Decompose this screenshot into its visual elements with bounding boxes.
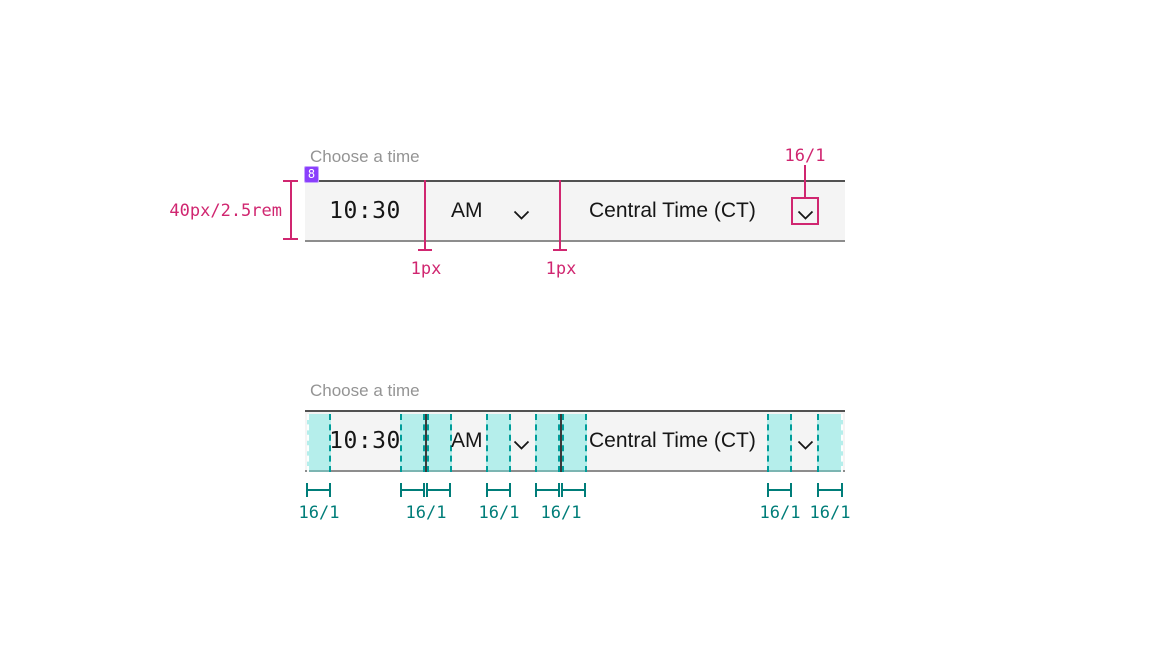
spacing-overlay-column bbox=[427, 414, 452, 472]
spacing-overlay-column bbox=[535, 414, 560, 472]
spacing-overlay-column bbox=[767, 414, 792, 472]
spacing-bracket bbox=[486, 483, 511, 497]
period-select-value: AM bbox=[451, 429, 483, 452]
icon-spacing-annotation-label: 16/1 bbox=[784, 146, 826, 166]
spacing-overlay-column bbox=[486, 414, 511, 472]
spacing-bracket bbox=[561, 483, 586, 497]
spacing-bracket bbox=[767, 483, 792, 497]
spacing-annotation-label: 16/1 bbox=[298, 503, 340, 523]
time-picker-field: 10:30 AM Central Time (CT) bbox=[305, 410, 845, 472]
spacing-bracket bbox=[535, 483, 560, 497]
time-input[interactable]: 10:30 bbox=[329, 198, 401, 224]
spacing-annotation-label: 16/1 bbox=[478, 503, 520, 523]
chevron-down-icon bbox=[797, 437, 814, 455]
spacing-annotation-label: 16/1 bbox=[540, 503, 582, 523]
spacing-overlay-column bbox=[817, 414, 843, 472]
chevron-down-icon bbox=[513, 207, 530, 225]
spacing-annotation-label: 16/1 bbox=[759, 503, 801, 523]
timezone-select-value: Central Time (CT) bbox=[589, 429, 756, 452]
timezone-select-value: Central Time (CT) bbox=[589, 199, 756, 222]
spacing-overlay-column bbox=[562, 414, 587, 472]
time-picker-field: 10:30 AM Central Time (CT) bbox=[305, 180, 845, 242]
spacing-bracket bbox=[817, 483, 843, 497]
spacing-overlay-column bbox=[307, 414, 331, 472]
spacing-bracket bbox=[426, 483, 451, 497]
spacing-bracket bbox=[306, 483, 331, 497]
spacing-overlay-column bbox=[400, 414, 425, 472]
spacing-token-badge: 8 bbox=[304, 166, 319, 183]
height-annotation-label: 40px/2.5rem bbox=[169, 201, 282, 221]
spacing-annotation-label: 16/1 bbox=[809, 503, 851, 523]
chevron-down-icon bbox=[513, 437, 530, 455]
time-picker-label: Choose a time bbox=[310, 381, 420, 400]
segment-divider bbox=[425, 414, 427, 472]
icon-spacing-annotation-box bbox=[791, 197, 819, 225]
period-select-value: AM bbox=[451, 199, 483, 222]
spacing-annotation-label: 16/1 bbox=[405, 503, 447, 523]
time-input[interactable]: 10:30 bbox=[329, 428, 401, 454]
spacing-bracket bbox=[400, 483, 425, 497]
divider-annotation-label: 1px bbox=[410, 259, 442, 279]
segment-divider bbox=[560, 414, 562, 472]
icon-spacing-annotation-line bbox=[804, 165, 806, 197]
time-picker-label: Choose a time bbox=[310, 147, 420, 166]
divider-annotation-label: 1px bbox=[545, 259, 577, 279]
chevron-down-icon bbox=[797, 207, 814, 225]
